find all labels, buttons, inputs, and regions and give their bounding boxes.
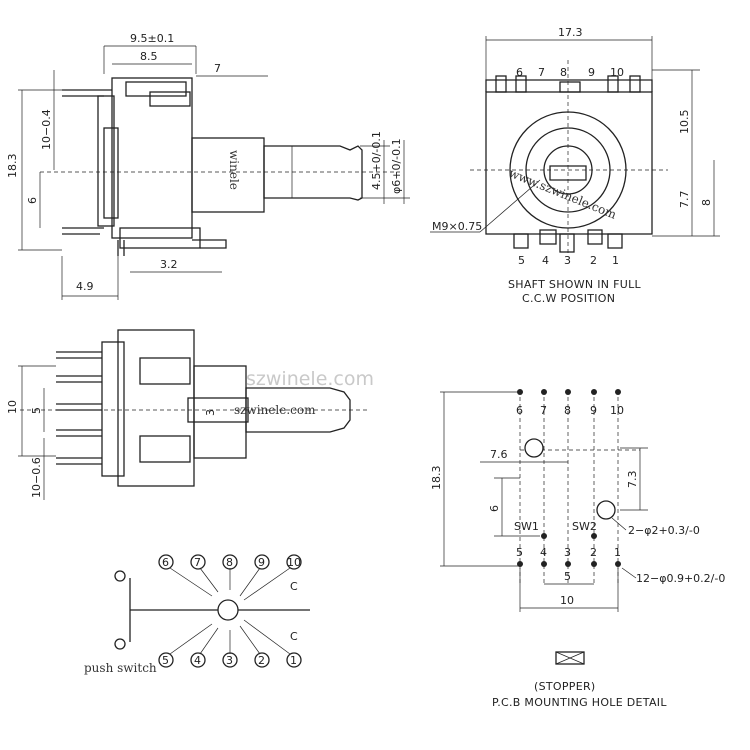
schematic-c-bottom: C <box>290 630 298 643</box>
stopper-label: (STOPPER) <box>534 680 596 693</box>
pcb-bottom-pin-5: 5 <box>516 546 523 559</box>
dim-shaft-length: 7 <box>214 62 221 75</box>
side-view: winele 9.5±0.1 8.5 7 18.3 10−0.4 6 3.2 4… <box>6 32 410 300</box>
pcb-dim-height: 18.3 <box>430 466 443 491</box>
pcb-top-pin-8: 8 <box>564 404 571 417</box>
dim-diameter: φ6+0/-0.1 <box>390 138 403 194</box>
pcb-bottom-pin-1: 1 <box>614 546 621 559</box>
schematic-top-10: 10 <box>287 556 301 569</box>
top-view: 10 5 10−0.6 3 szwinele.com <box>6 329 370 500</box>
front-bottom-pin-5: 5 <box>518 254 525 267</box>
pcb-bottom-pin-2: 2 <box>590 546 597 559</box>
dim-overall: 9.5±0.1 <box>130 32 174 45</box>
pcb-top-pin-7: 7 <box>540 404 547 417</box>
pcb-hole-big: 2−φ2+0.3/-0 <box>628 524 700 537</box>
pcb-top-pin-10: 10 <box>610 404 624 417</box>
schematic-bottom-1: 1 <box>290 654 297 667</box>
dim-height: 18.3 <box>6 154 19 179</box>
front-note-line2: C.C.W POSITION <box>522 292 615 305</box>
watermark: szwinele.com <box>246 368 374 390</box>
dim-front-right-top: 10.5 <box>678 110 691 135</box>
schematic-top-8: 8 <box>226 556 233 569</box>
schematic-top-pins: 6 7 8 9 10 C <box>158 554 302 601</box>
schematic-c-top: C <box>290 580 298 593</box>
dim-thread: M9×0.75 <box>432 220 482 233</box>
top-url: szwinele.com <box>234 403 316 417</box>
pcb-dim-d3: 6 <box>488 505 501 512</box>
pcb-top-pin-9: 9 <box>590 404 597 417</box>
dim-front-right-low: 7.7 <box>678 191 691 209</box>
dim-flat: 4.5+0/-0.1 <box>370 131 383 190</box>
pcb-title: P.C.B MOUNTING HOLE DETAIL <box>492 696 667 709</box>
pcb-top-pin-6: 6 <box>516 404 523 417</box>
schematic-bottom-4: 4 <box>194 654 201 667</box>
schematic-bottom-5: 5 <box>162 654 169 667</box>
schematic: 6 7 8 9 10 C 5 4 3 2 1 C push switch <box>84 554 310 675</box>
front-top-pin-6: 6 <box>516 66 523 79</box>
body-mark: winele <box>227 150 241 190</box>
front-view: 6 7 8 9 10 5 4 3 2 1 17.3 10.5 7.7 8 M9×… <box>430 26 720 305</box>
schematic-top-9: 9 <box>258 556 265 569</box>
dim-top-shaft: 3 <box>204 409 217 416</box>
dim-front-width: 17.3 <box>558 26 583 39</box>
dim-upper: 10−0.4 <box>40 109 53 150</box>
pcb-dim-span: 10 <box>560 594 574 607</box>
pcb-detail: 6 7 8 9 10 5 4 3 2 1 SW1 SW2 18.3 7.6 7.… <box>430 389 725 709</box>
dim-front-right-full: 8 <box>700 199 713 206</box>
schematic-bottom-2: 2 <box>258 654 265 667</box>
schematic-bottom-3: 3 <box>226 654 233 667</box>
pcb-dim-d2: 7.3 <box>626 471 639 489</box>
front-bottom-pin-2: 2 <box>590 254 597 267</box>
pcb-bottom-pin-4: 4 <box>540 546 547 559</box>
front-top-pin-10: 10 <box>610 66 624 79</box>
pcb-sw1-label: SW1 <box>514 520 539 533</box>
dim-mid: 6 <box>26 197 39 204</box>
front-bottom-pin-3: 3 <box>564 254 571 267</box>
schematic-top-6: 6 <box>162 556 169 569</box>
dim-body: 8.5 <box>140 50 158 63</box>
schematic-bottom-pins: 5 4 3 2 1 C <box>158 619 302 668</box>
front-top-pin-7: 7 <box>538 66 545 79</box>
front-top-pin-8: 8 <box>560 66 567 79</box>
pcb-bottom-pin-3: 3 <box>564 546 571 559</box>
dim-top-width: 10 <box>6 400 19 414</box>
front-bottom-pin-1: 1 <box>612 254 619 267</box>
front-top-pin-9: 9 <box>588 66 595 79</box>
schematic-top-7: 7 <box>194 556 201 569</box>
switch-label: push switch <box>84 661 157 675</box>
front-bottom-pin-4: 4 <box>542 254 549 267</box>
pcb-hole-small: 12−φ0.9+0.2/-0 <box>636 572 725 585</box>
dim-bottom: 3.2 <box>160 258 178 271</box>
dim-top-inner: 5 <box>30 407 43 414</box>
stopper-symbol <box>555 651 585 665</box>
pcb-dim-d1: 7.6 <box>490 448 508 461</box>
pcb-dim-pitch: 5 <box>564 570 571 583</box>
dim-pin-pitch: 4.9 <box>76 280 94 293</box>
front-note-line1: SHAFT SHOWN IN FULL <box>508 278 642 291</box>
dim-top-lower: 10−0.6 <box>30 457 43 498</box>
pcb-sw2-label: SW2 <box>572 520 597 533</box>
